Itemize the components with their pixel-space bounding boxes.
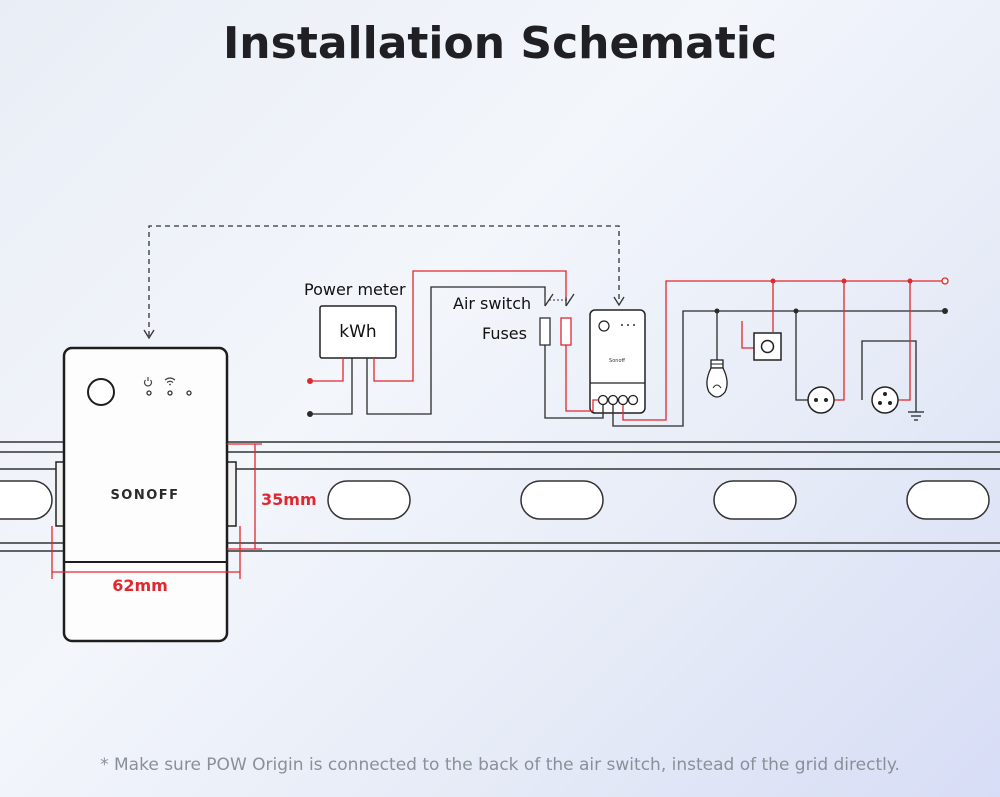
air-switch <box>544 293 575 307</box>
height-label: 35mm <box>261 490 317 509</box>
terminal <box>617 394 629 406</box>
power-icon <box>143 377 153 387</box>
power-meter-label: Power meter <box>304 280 406 299</box>
width-label: 62mm <box>112 576 168 595</box>
terminal <box>597 394 609 406</box>
height-dimension: 35mm <box>227 443 317 550</box>
small-brand-logo: Sonoff <box>609 358 625 364</box>
air-switch-label: Air switch <box>453 294 531 313</box>
sonoff-device: SONOFF <box>55 346 237 643</box>
socket-icon <box>807 386 835 414</box>
rail-slot <box>0 480 53 520</box>
kwh-label: kWh <box>339 322 376 342</box>
pow-origin-device: Sonoff <box>589 309 646 414</box>
width-dimension: 62mm <box>51 526 241 595</box>
rail-slot <box>327 480 411 520</box>
switch-icon <box>753 332 782 361</box>
led-indicator <box>146 390 152 396</box>
socket-icon <box>871 386 899 414</box>
page-title: Installation Schematic <box>222 18 778 69</box>
led-indicator <box>167 390 173 396</box>
wifi-icon <box>164 377 176 386</box>
neutral-wires <box>310 286 945 427</box>
fuses-label: Fuses <box>482 324 527 343</box>
live-wires <box>310 270 945 421</box>
bulb-icon <box>706 359 728 398</box>
brand-logo: SONOFF <box>110 488 179 503</box>
led-indicator <box>186 390 192 396</box>
footnote: * Make sure POW Origin is connected to t… <box>100 755 900 775</box>
terminal <box>627 394 639 406</box>
dashed-arrow <box>143 225 625 340</box>
rail-slot <box>713 480 797 520</box>
fuse <box>539 317 551 346</box>
power-meter: Power meter kWh <box>304 280 406 359</box>
rail-slot <box>906 480 990 520</box>
device-button <box>87 378 115 406</box>
fuse <box>560 317 572 346</box>
terminal <box>607 394 619 406</box>
rail-slot <box>520 480 604 520</box>
